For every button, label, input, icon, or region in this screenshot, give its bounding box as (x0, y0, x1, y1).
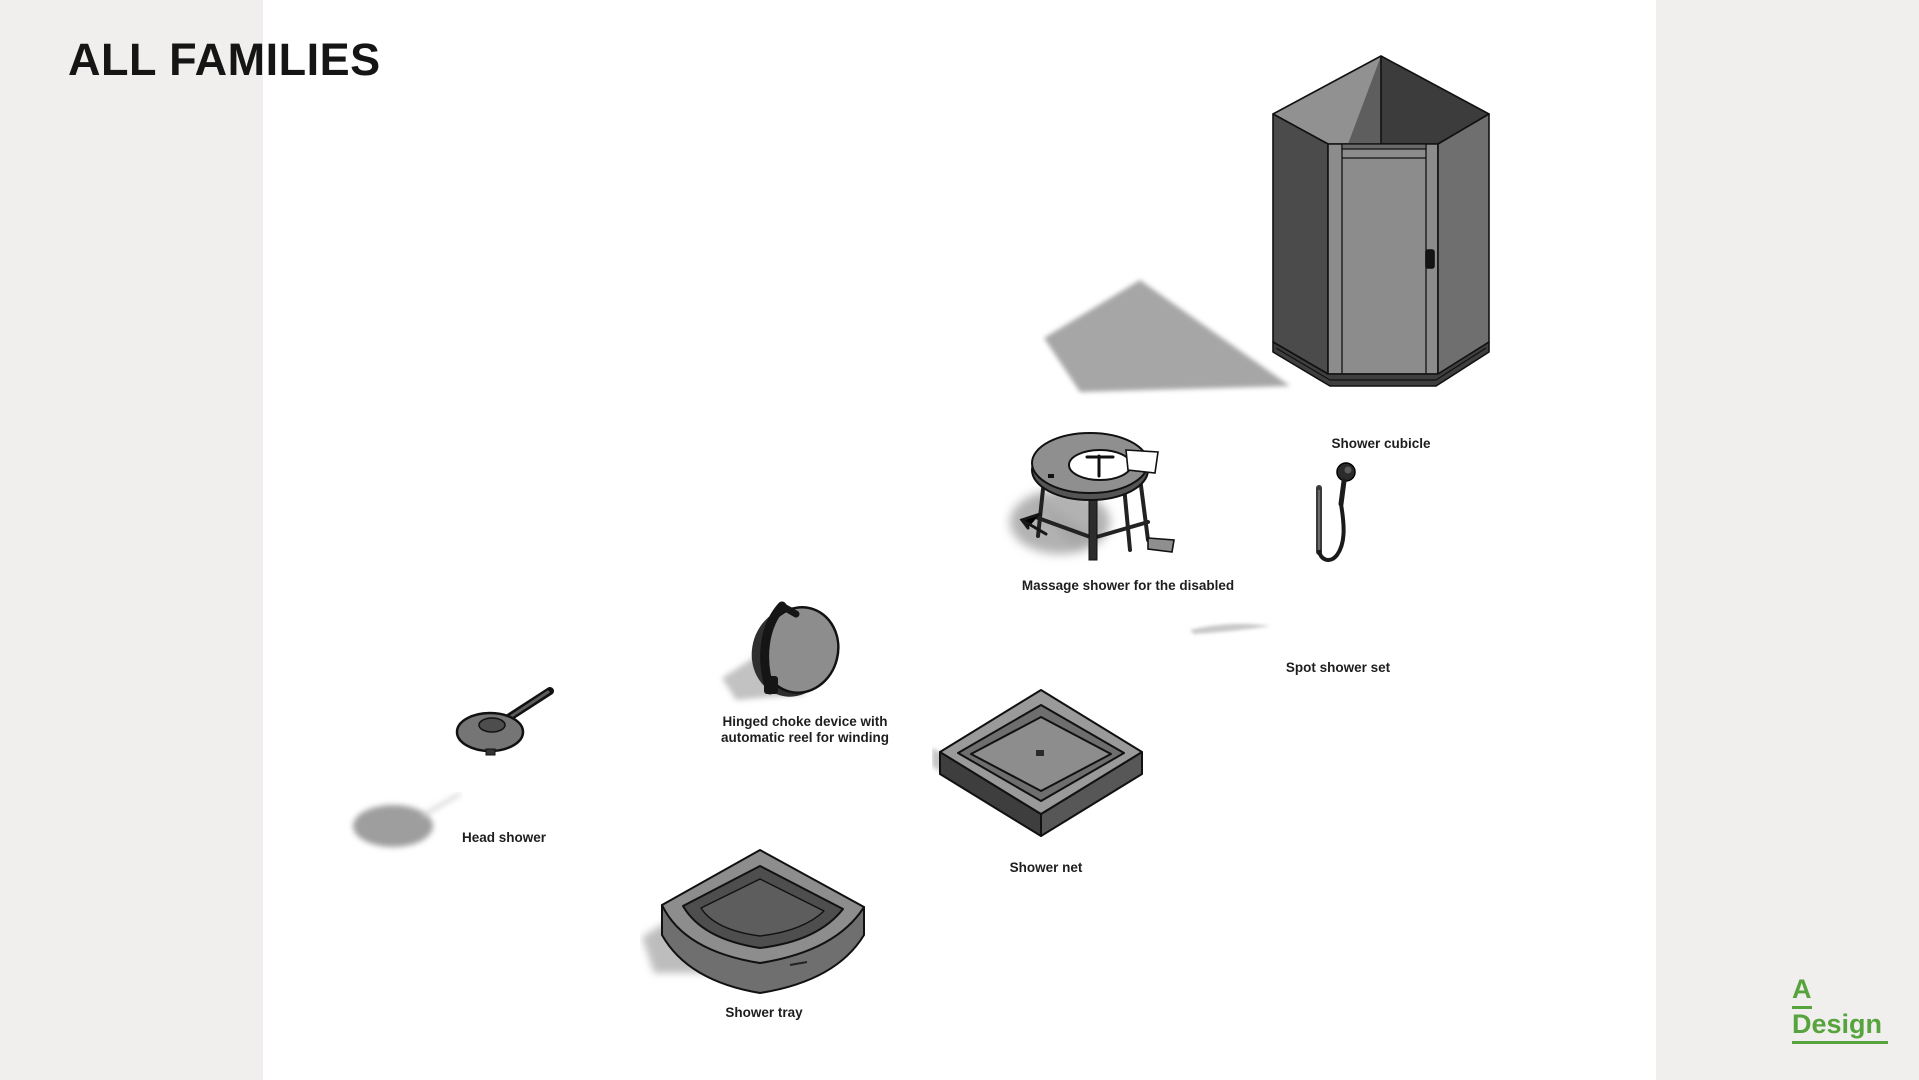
shower-net-graphic (932, 689, 1143, 837)
hinged-choke-figure (718, 598, 858, 710)
shower-net-figure (932, 686, 1150, 838)
label-shower-cubicle: Shower cubicle (1331, 436, 1431, 451)
label-shower-net: Shower net (1009, 860, 1083, 875)
massage-shower-graphic (1010, 432, 1175, 561)
shadow-graphic (353, 792, 461, 847)
spot-shower-graphic (1316, 462, 1356, 562)
shower-cubicle-shadow (1038, 272, 1303, 400)
spot-shower-shadow (1188, 616, 1273, 642)
head-shower-graphic (455, 687, 554, 756)
label-hinged-choke-line1: Hinged choke device with (722, 714, 888, 729)
shower-tray-graphic (642, 849, 865, 994)
logo-line1[interactable]: A (1792, 974, 1812, 1009)
massage-shower-figure (1002, 418, 1187, 573)
page-title: ALL FAMILIES (68, 34, 381, 85)
hinged-choke-graphic (722, 601, 840, 700)
head-shower-figure (448, 680, 560, 758)
label-spot-shower-set: Spot shower set (1285, 660, 1391, 675)
spot-shower-figure (1303, 458, 1365, 576)
logo-line2[interactable]: Design (1792, 1009, 1889, 1044)
shower-cubicle-graphic (1272, 55, 1490, 387)
shower-cubicle-figure (1268, 52, 1496, 410)
head-shower-shadow (348, 792, 463, 854)
label-massage-shower: Massage shower for the disabled (1021, 578, 1235, 593)
brand-logo[interactable]: A Design (1792, 974, 1889, 1044)
label-head-shower: Head shower (461, 830, 547, 845)
label-hinged-choke: Hinged choke device with automatic reel … (675, 714, 935, 746)
shadow-graphic (1190, 623, 1270, 634)
label-hinged-choke-line2: automatic reel for winding (720, 730, 890, 745)
shadow-graphic (1044, 280, 1290, 392)
label-shower-tray: Shower tray (725, 1005, 803, 1020)
shower-tray-figure (640, 845, 875, 997)
